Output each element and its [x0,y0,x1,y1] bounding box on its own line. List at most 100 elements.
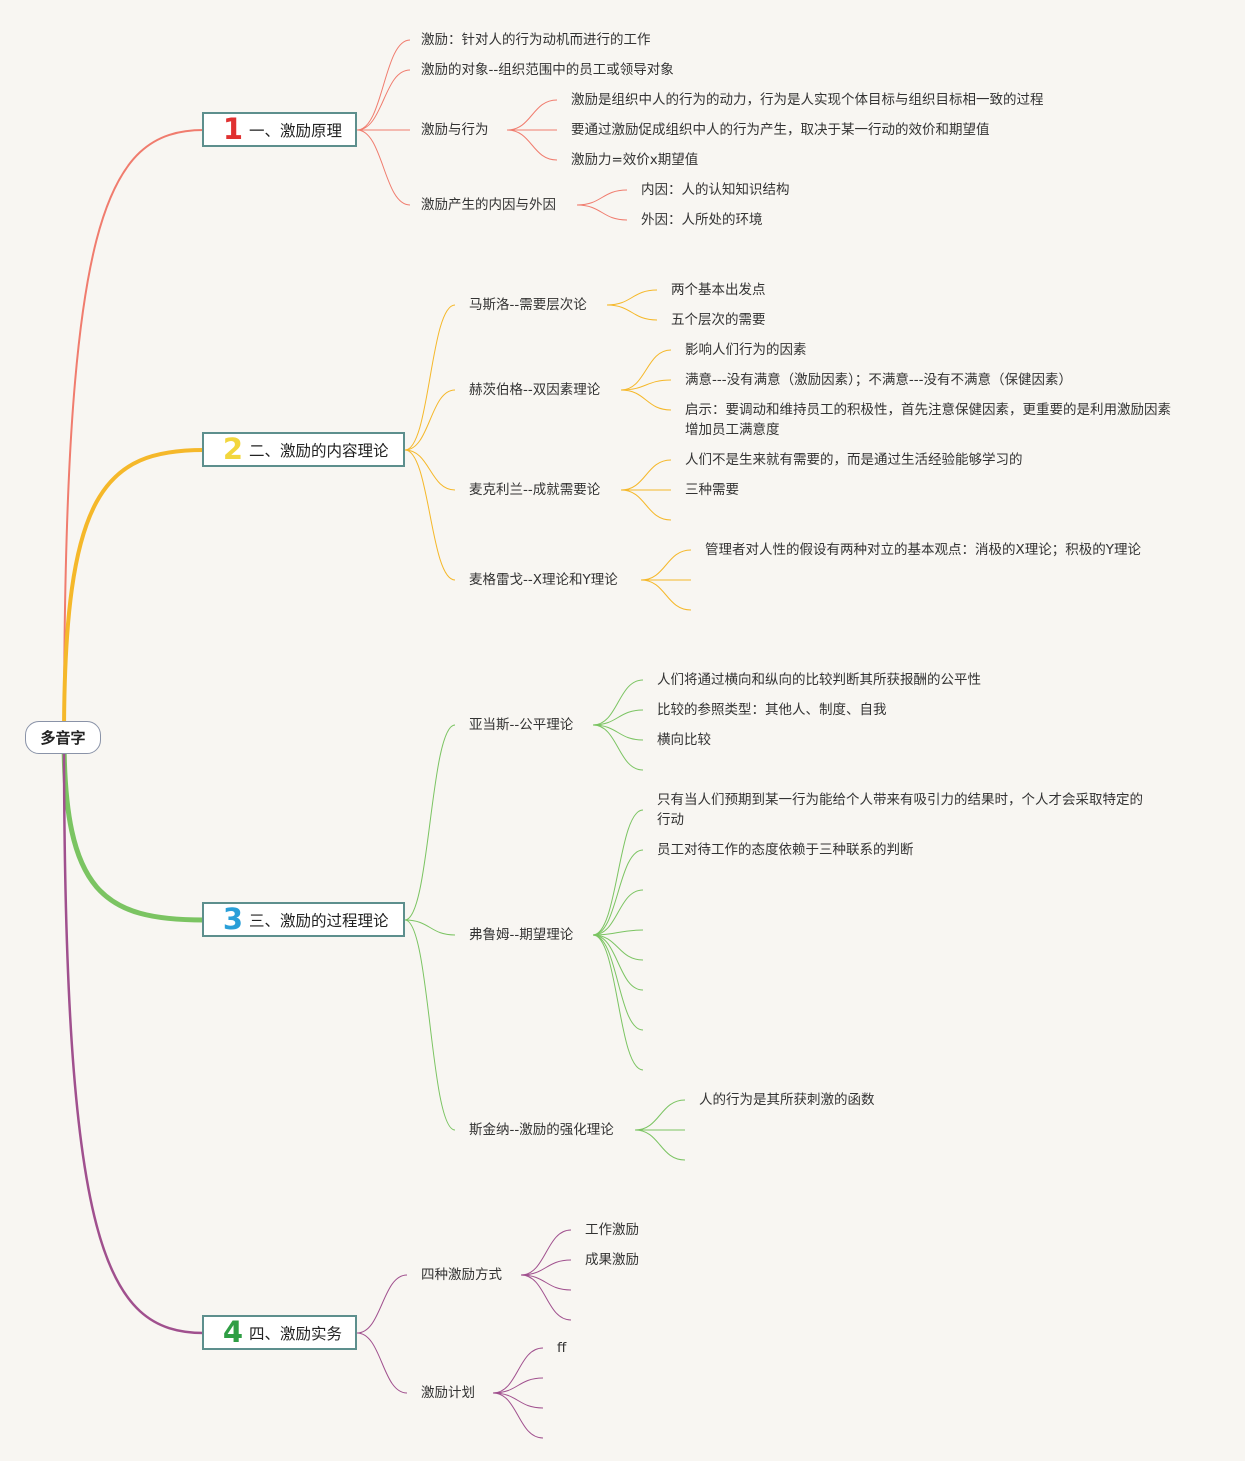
branch-3-node[interactable]: 3 三、激励的过程理论 [202,902,405,937]
b3-vroom-link-0 [592,809,644,936]
b3-vroom-link-4 [592,934,644,961]
root-to-branch-4 [62,736,205,1335]
b3-skinner-item-1[interactable]: 人的行为是其所获刺激的函数 [699,1092,875,1108]
b3-vroom-item-1[interactable]: 只有当人们预期到某一行为能给个人带来有吸引力的结果时，个人才会采取特定的行动 [657,792,1143,828]
b3-vroom-link-5 [592,934,644,991]
root-label: 多音字 [40,729,86,747]
b2-herzberg-item-3[interactable]: 启示：要调动和维持员工的积极性，首先注意保健因素，更重要的是利用激励因素增加员工… [685,402,1171,438]
b1-behavior-item-3[interactable]: 激励力=效价x期望值 [571,152,699,168]
b1-behavior-link-0 [506,99,558,131]
b3-adams-link-2 [592,724,644,741]
b3-adams-item-3[interactable]: 横向比较 [657,732,711,748]
b2-link-3 [404,449,456,581]
b3-link-1 [404,919,456,936]
b4-topic-methods[interactable]: 四种激励方式 [421,1267,502,1283]
b1-behavior-link-2 [506,129,558,161]
b4-methods-link-1 [520,1259,572,1276]
b3-vroom-link-6 [592,934,644,1031]
b3-vroom-item-2[interactable]: 员工对待工作的态度依赖于三种联系的判断 [657,842,914,858]
b4-methods-item-2[interactable]: 成果激励 [585,1252,639,1268]
b1-behavior-item-2[interactable]: 要通过激励促成组织中人的行为产生，取决于某一行动的效价和期望值 [571,122,990,138]
b2-maslow-link-0 [606,289,658,306]
b2-mcclelland-item-1[interactable]: 人们不是生来就有需要的，而是通过生活经验能够学习的 [685,452,1023,468]
branch-1-label: 一、激励原理 [249,121,343,140]
b1-cause-link-1 [576,204,628,221]
b4-plan-link-3 [492,1392,544,1439]
root-to-branch-1 [63,129,205,738]
b2-herzberg-link-1 [620,379,672,391]
branch-4-number: 4 [222,1315,244,1349]
b4-link-1 [356,1332,408,1394]
b2-link-0 [404,304,456,451]
b4-plan-link-2 [492,1392,544,1409]
b2-herzberg-link-2 [620,389,672,411]
b2-mcclelland-link-2 [620,489,672,521]
b1-topic-causes[interactable]: 激励产生的内因与外因 [421,197,556,213]
b4-methods-link-0 [520,1229,572,1276]
b1-cause-link-0 [576,189,628,206]
b3-adams-item-2[interactable]: 比较的参照类型：其他人、制度、自我 [657,702,887,718]
b2-mcgregor-link-0 [640,549,692,581]
b2-link-2 [404,449,456,491]
b2-mcclelland-item-2[interactable]: 三种需要 [685,482,739,498]
root-node[interactable]: 多音字 [25,721,101,754]
b3-skinner-link-2 [634,1129,686,1161]
b2-maslow-item-2[interactable]: 五个层次的需要 [671,312,766,328]
b2-herzberg-item-2[interactable]: 满意---没有满意（激励因素）；不满意---没有不满意（保健因素） [685,372,1072,388]
b4-link-0 [356,1274,408,1334]
b1-topic-behavior[interactable]: 激励与行为 [421,122,489,138]
branch-2-label: 二、激励的内容理论 [249,441,389,460]
b1-topic-object[interactable]: 激励的对象--组织范围中的员工或领导对象 [421,62,674,78]
b1-cause-external[interactable]: 外因：人所处的环境 [641,212,763,228]
b3-vroom-link-1 [592,849,644,936]
b4-topic-plan[interactable]: 激励计划 [421,1385,475,1401]
b1-topic-definition[interactable]: 激励：针对人的行为动机而进行的工作 [421,32,651,48]
b3-vroom-link-7 [592,934,644,1071]
b3-topic-vroom[interactable]: 弗鲁姆--期望理论 [469,927,574,943]
b2-link-1 [404,389,456,451]
b4-methods-link-2 [520,1274,572,1291]
branch-1-number: 1 [222,112,244,146]
branch-2-number: 2 [222,432,244,466]
branch-2-node[interactable]: 2 二、激励的内容理论 [202,432,405,467]
b3-adams-item-1[interactable]: 人们将通过横向和纵向的比较判断其所获报酬的公平性 [657,672,981,688]
b4-plan-item-1[interactable]: ff [557,1340,567,1356]
b2-maslow-link-1 [606,304,658,321]
b2-herzberg-link-0 [620,349,672,391]
b2-topic-herzberg[interactable]: 赫茨伯格--双因素理论 [469,382,601,398]
branch-1-node[interactable]: 1 一、激励原理 [202,112,357,147]
b1-link-3 [356,129,411,206]
b3-topic-adams[interactable]: 亚当斯--公平理论 [469,717,574,733]
branch-4-label: 四、激励实务 [249,1324,343,1343]
b2-herzberg-item-1[interactable]: 影响人们行为的因素 [685,342,807,358]
branch-3-label: 三、激励的过程理论 [249,911,389,930]
b2-topic-maslow[interactable]: 马斯洛--需要层次论 [469,297,587,313]
b1-link-1 [356,69,411,131]
b3-vroom-link-2 [592,889,644,936]
b3-skinner-link-0 [634,1099,686,1131]
b2-topic-mcgregor[interactable]: 麦格雷戈--X理论和Y理论 [469,572,618,588]
b1-cause-internal[interactable]: 内因：人的认知知识结构 [641,182,790,198]
b3-topic-skinner[interactable]: 斯金纳--激励的强化理论 [469,1122,614,1138]
b2-mcgregor-item-1[interactable]: 管理者对人性的假设有两种对立的基本观点：消极的X理论；积极的Y理论 [705,542,1141,558]
root-to-branch-2 [62,448,205,738]
branch-3-number: 3 [222,902,244,936]
b2-maslow-item-1[interactable]: 两个基本出发点 [671,282,766,298]
b3-link-2 [404,919,456,1131]
b4-methods-link-3 [520,1274,572,1321]
b4-methods-item-1[interactable]: 工作激励 [585,1222,639,1238]
b1-link-0 [356,39,411,131]
branch-4-node[interactable]: 4 四、激励实务 [202,1315,357,1350]
b3-vroom-link-3 [592,929,644,936]
b2-mcgregor-link-2 [640,579,692,611]
b4-plan-link-0 [492,1347,544,1394]
b3-adams-link-3 [592,724,644,771]
b3-adams-link-1 [592,709,644,726]
b1-behavior-item-1[interactable]: 激励是组织中人的行为的动力，行为是人实现个体目标与组织目标相一致的过程 [571,92,1044,108]
b3-adams-link-0 [592,679,644,726]
b2-mcclelland-link-0 [620,459,672,491]
b2-topic-mcclelland[interactable]: 麦克利兰--成就需要论 [469,482,601,498]
b3-link-0 [404,724,456,921]
root-to-branch-3 [61,736,205,923]
